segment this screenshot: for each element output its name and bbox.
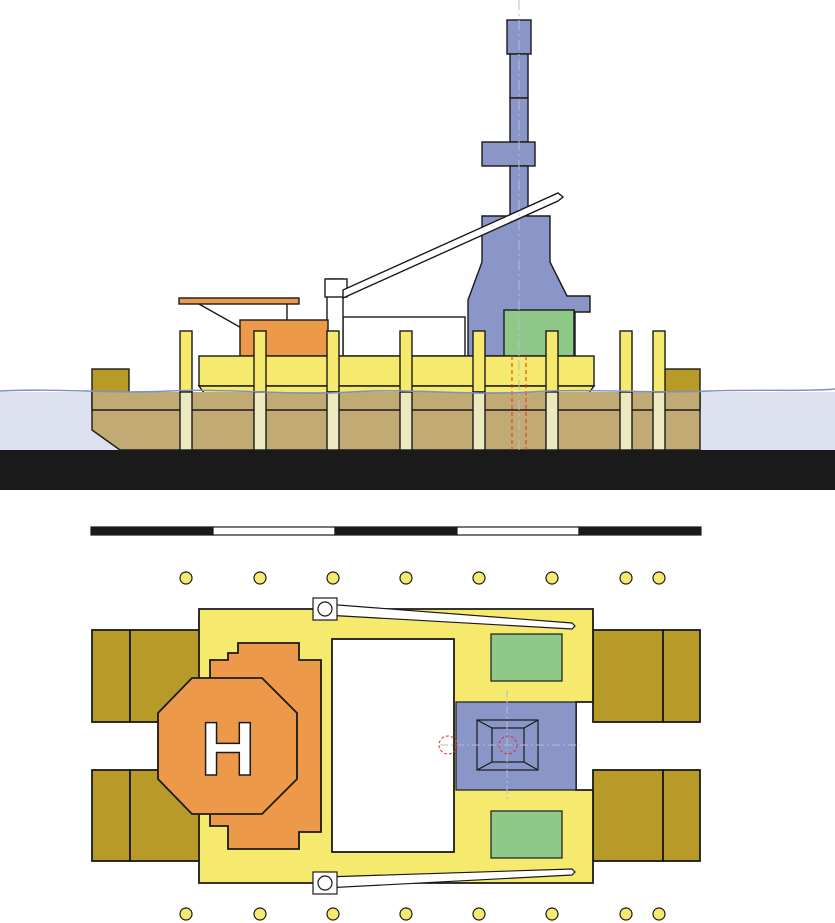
leg-plan-bottom-5: [472, 907, 486, 921]
leg-elevation-below-7: [619, 391, 633, 451]
pile-marker-left: [438, 735, 458, 755]
boom-bottom: [312, 868, 576, 895]
leg-plan-bottom-6: [545, 907, 559, 921]
scale-bar-segment-5: [578, 526, 702, 536]
leg-plan-bottom-1: [179, 907, 193, 921]
pontoon-top-right-inner: [592, 629, 664, 723]
helipad-letter: H: [201, 707, 256, 792]
pile-marker-right: [498, 735, 518, 755]
leg-plan-bottom-4: [399, 907, 413, 921]
leg-elevation-above-2: [253, 330, 267, 393]
leg-plan-top-6: [545, 571, 559, 585]
leg-elevation-above-6: [545, 330, 559, 393]
pontoon-bottom-right-outer: [662, 769, 701, 862]
leg-elevation-below-8: [652, 391, 666, 451]
pontoon-bottom-right-inner: [592, 769, 664, 862]
pontoon-bottom-left-outer: [91, 769, 131, 862]
seabed: [0, 450, 835, 490]
deck-house-plan: [331, 638, 455, 853]
leg-elevation-below-5: [472, 391, 486, 451]
leg-plan-top-2: [253, 571, 267, 585]
equipment-box-top: [490, 633, 563, 682]
helideck-platform-elevation: [178, 297, 300, 305]
turret-diag-3: [476, 761, 493, 771]
boom-top: [312, 597, 576, 630]
turret-diag-1: [476, 719, 493, 729]
pontoons-plan: [91, 629, 701, 862]
plan-view: H: [91, 571, 701, 921]
leg-elevation-below-6: [545, 391, 559, 451]
equipment-box-bottom: [490, 810, 563, 859]
crane-boom: [342, 192, 565, 300]
leg-plan-bottom-8: [652, 907, 666, 921]
leg-elevation-above-8: [652, 330, 666, 393]
turret-diag-4: [523, 761, 539, 771]
leg-elevation-above-7: [619, 330, 633, 393]
leg-plan-top-1: [179, 571, 193, 585]
boom-top-pivot: [317, 601, 333, 617]
leg-elevation-above-1: [179, 330, 193, 393]
leg-plan-bottom-3: [326, 907, 340, 921]
leg-elevation-above-4: [399, 330, 413, 393]
pontoon-top-right-outer: [662, 629, 701, 723]
water-surface: [0, 388, 835, 394]
leg-elevation-below-1: [179, 391, 193, 451]
scale-bar-segment-3: [334, 526, 458, 536]
leg-plan-top-8: [652, 571, 666, 585]
crane-cab: [481, 141, 536, 167]
scale-bar-segment-2: [212, 526, 336, 536]
turret-diag-2: [523, 719, 539, 729]
equipment-box-elevation: [503, 309, 575, 357]
leg-elevation-below-3: [326, 391, 340, 451]
leg-plan-bottom-7: [619, 907, 633, 921]
leg-plan-top-3: [326, 571, 340, 585]
leg-plan-top-7: [619, 571, 633, 585]
pontoon-submerged-outline: [91, 392, 701, 451]
leg-plan-top-4: [399, 571, 413, 585]
helideck-plan: [157, 677, 298, 815]
leg-plan-bottom-2: [253, 907, 267, 921]
legs-plan: [179, 571, 666, 921]
leg-plan-top-5: [472, 571, 486, 585]
crane-tower: [467, 19, 591, 357]
scale-bar-segment-4: [456, 526, 580, 536]
accommodation-block: [239, 319, 329, 357]
scale-bar: [90, 526, 702, 536]
leg-elevation-below-4: [399, 391, 413, 451]
pontoon-top-left-outer: [91, 629, 131, 723]
helideck-strut: [198, 303, 246, 331]
leg-elevation-above-5: [472, 330, 486, 393]
leg-elevation-above-3: [326, 330, 340, 393]
leg-elevation-below-2: [253, 391, 267, 451]
boom-bottom-pivot: [317, 875, 333, 891]
scale-bar-segment-1: [90, 526, 214, 536]
elevation-view: [0, 0, 835, 490]
